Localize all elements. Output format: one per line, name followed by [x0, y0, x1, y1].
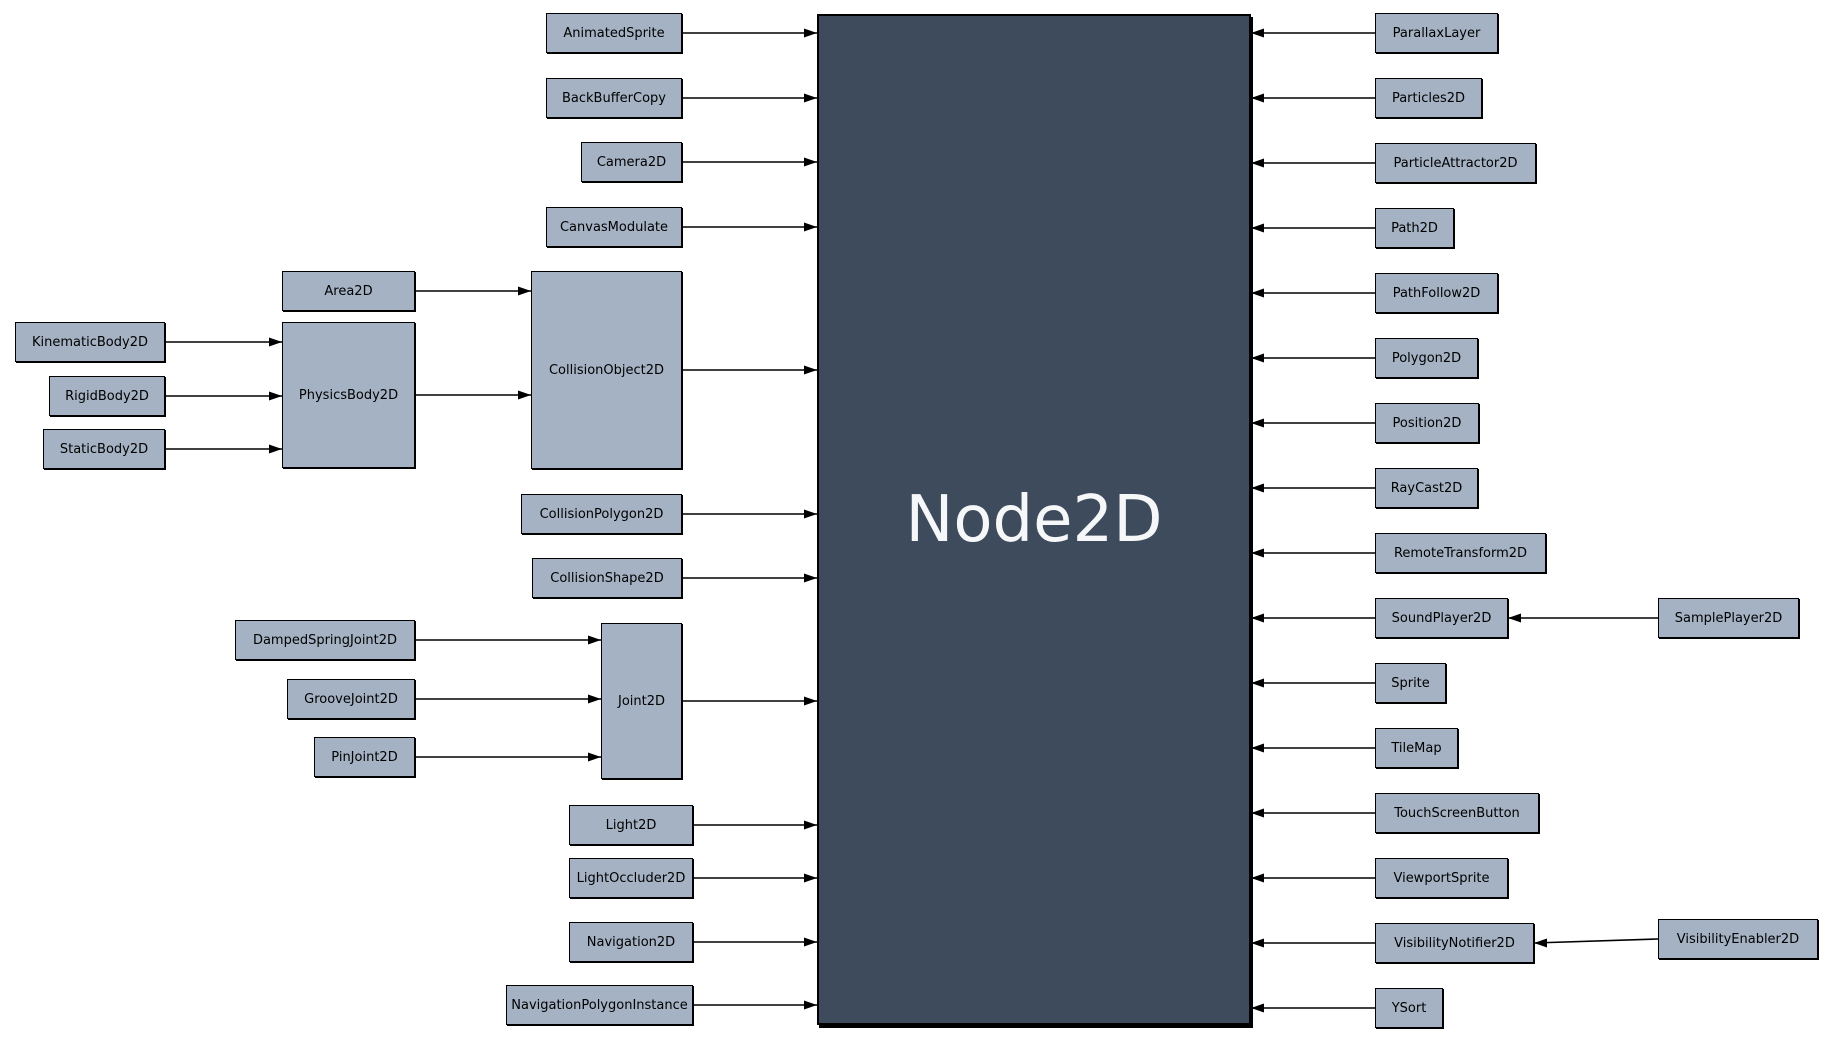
- edge-animated_sprite-node2d: [682, 28, 817, 38]
- node-collision-polygon2d: CollisionPolygon2D: [521, 494, 682, 534]
- edge-particles2d-node2d: [1251, 93, 1375, 103]
- edge-raycast2d-node2d: [1251, 483, 1375, 493]
- edge-back_buffer_copy-node2d: [682, 93, 817, 103]
- node-light2d: Light2D: [569, 805, 693, 845]
- edge-touch_screen_button-node2d: [1251, 808, 1375, 818]
- edge-canvas_modulate-node2d: [682, 222, 817, 232]
- edge-particle_attractor2d-node2d: [1251, 158, 1375, 168]
- node-raycast2d: RayCast2D: [1375, 468, 1478, 508]
- edge-collision_shape2d-node2d: [682, 573, 817, 583]
- edge-area2d-collision_object2d: [415, 286, 531, 296]
- node-canvas-modulate: CanvasModulate: [546, 207, 682, 247]
- node-polygon2d: Polygon2D: [1375, 338, 1478, 378]
- edge-damped_spring_joint2d-joint2d: [415, 635, 601, 645]
- node-navigation2d: Navigation2D: [569, 922, 693, 962]
- edge-visibility_enabler2d-visibility_notifier2d: [1533, 938, 1659, 948]
- edge-tile_map-node2d: [1251, 743, 1375, 753]
- node-rigid-body2d: RigidBody2D: [49, 376, 165, 416]
- edge-sound_player2d-node2d: [1251, 613, 1375, 623]
- node-ysort: YSort: [1375, 988, 1443, 1028]
- node-back-buffer-copy: BackBufferCopy: [546, 78, 682, 118]
- node-pin-joint2d: PinJoint2D: [314, 737, 415, 777]
- edge-joint2d-node2d: [682, 696, 817, 706]
- node-path2d: Path2D: [1375, 208, 1454, 248]
- edge-sprite-node2d: [1251, 678, 1375, 688]
- node-area2d: Area2D: [282, 271, 415, 311]
- node-visibility-notifier2d: VisibilityNotifier2D: [1375, 923, 1534, 963]
- node-collision-object2d: CollisionObject2D: [531, 271, 682, 469]
- edge-path2d-node2d: [1251, 223, 1375, 233]
- edge-physics_body2d-collision_object2d: [415, 390, 531, 400]
- node-damped-spring-joint2d: DampedSpringJoint2D: [235, 620, 415, 660]
- edge-polygon2d-node2d: [1251, 353, 1375, 363]
- edge-navigation_polygon_instance-node2d: [693, 1000, 817, 1010]
- node-path-follow2d: PathFollow2D: [1375, 273, 1498, 313]
- edge-groove_joint2d-joint2d: [415, 694, 601, 704]
- edge-collision_object2d-node2d: [682, 365, 817, 375]
- edge-light_occluder2d-node2d: [693, 873, 817, 883]
- edge-position2d-node2d: [1251, 418, 1375, 428]
- node-node2d: Node2D: [817, 14, 1251, 1025]
- node-visibility-enabler2d: VisibilityEnabler2D: [1658, 919, 1818, 959]
- edge-camera2d-node2d: [682, 157, 817, 167]
- node-static-body2d: StaticBody2D: [43, 429, 165, 469]
- edge-path_follow2d-node2d: [1251, 288, 1375, 298]
- edge-static_body2d-physics_body2d: [165, 444, 282, 454]
- edge-viewport_sprite-node2d: [1251, 873, 1375, 883]
- edge-remote_transform2d-node2d: [1251, 548, 1375, 558]
- edge-rigid_body2d-physics_body2d: [165, 391, 282, 401]
- node-viewport-sprite: ViewportSprite: [1375, 858, 1508, 898]
- node-tile-map: TileMap: [1375, 728, 1458, 768]
- node-particles2d: Particles2D: [1375, 78, 1482, 118]
- node-animated-sprite: AnimatedSprite: [546, 13, 682, 53]
- node-camera2d: Camera2D: [581, 142, 682, 182]
- edge-light2d-node2d: [693, 820, 817, 830]
- node-navigation-polygon-instance: NavigationPolygonInstance: [506, 985, 693, 1025]
- node-physics-body2d: PhysicsBody2D: [282, 322, 415, 468]
- node-sprite: Sprite: [1375, 663, 1446, 703]
- node-groove-joint2d: GrooveJoint2D: [287, 679, 415, 719]
- node-touch-screen-button: TouchScreenButton: [1375, 793, 1539, 833]
- node-joint2d: Joint2D: [601, 623, 682, 779]
- edge-kinematic_body2d-physics_body2d: [165, 337, 282, 347]
- node-light-occluder2d: LightOccluder2D: [569, 858, 693, 898]
- edge-ysort-node2d: [1251, 1003, 1375, 1013]
- edge-navigation2d-node2d: [693, 937, 817, 947]
- edge-parallax_layer-node2d: [1251, 28, 1375, 38]
- node-particle-attractor2d: ParticleAttractor2D: [1375, 143, 1536, 183]
- node-kinematic-body2d: KinematicBody2D: [15, 322, 165, 362]
- edge-visibility_notifier2d-node2d: [1251, 938, 1375, 948]
- node-collision-shape2d: CollisionShape2D: [532, 558, 682, 598]
- edge-sample_player2d-sound_player2d: [1508, 613, 1658, 623]
- edge-collision_polygon2d-node2d: [682, 509, 817, 519]
- node-remote-transform2d: RemoteTransform2D: [1375, 533, 1546, 573]
- node-parallax-layer: ParallaxLayer: [1375, 13, 1498, 53]
- node-sample-player2d: SamplePlayer2D: [1658, 598, 1799, 638]
- node-sound-player2d: SoundPlayer2D: [1375, 598, 1508, 638]
- edge-pin_joint2d-joint2d: [415, 752, 601, 762]
- node-position2d: Position2D: [1375, 403, 1479, 443]
